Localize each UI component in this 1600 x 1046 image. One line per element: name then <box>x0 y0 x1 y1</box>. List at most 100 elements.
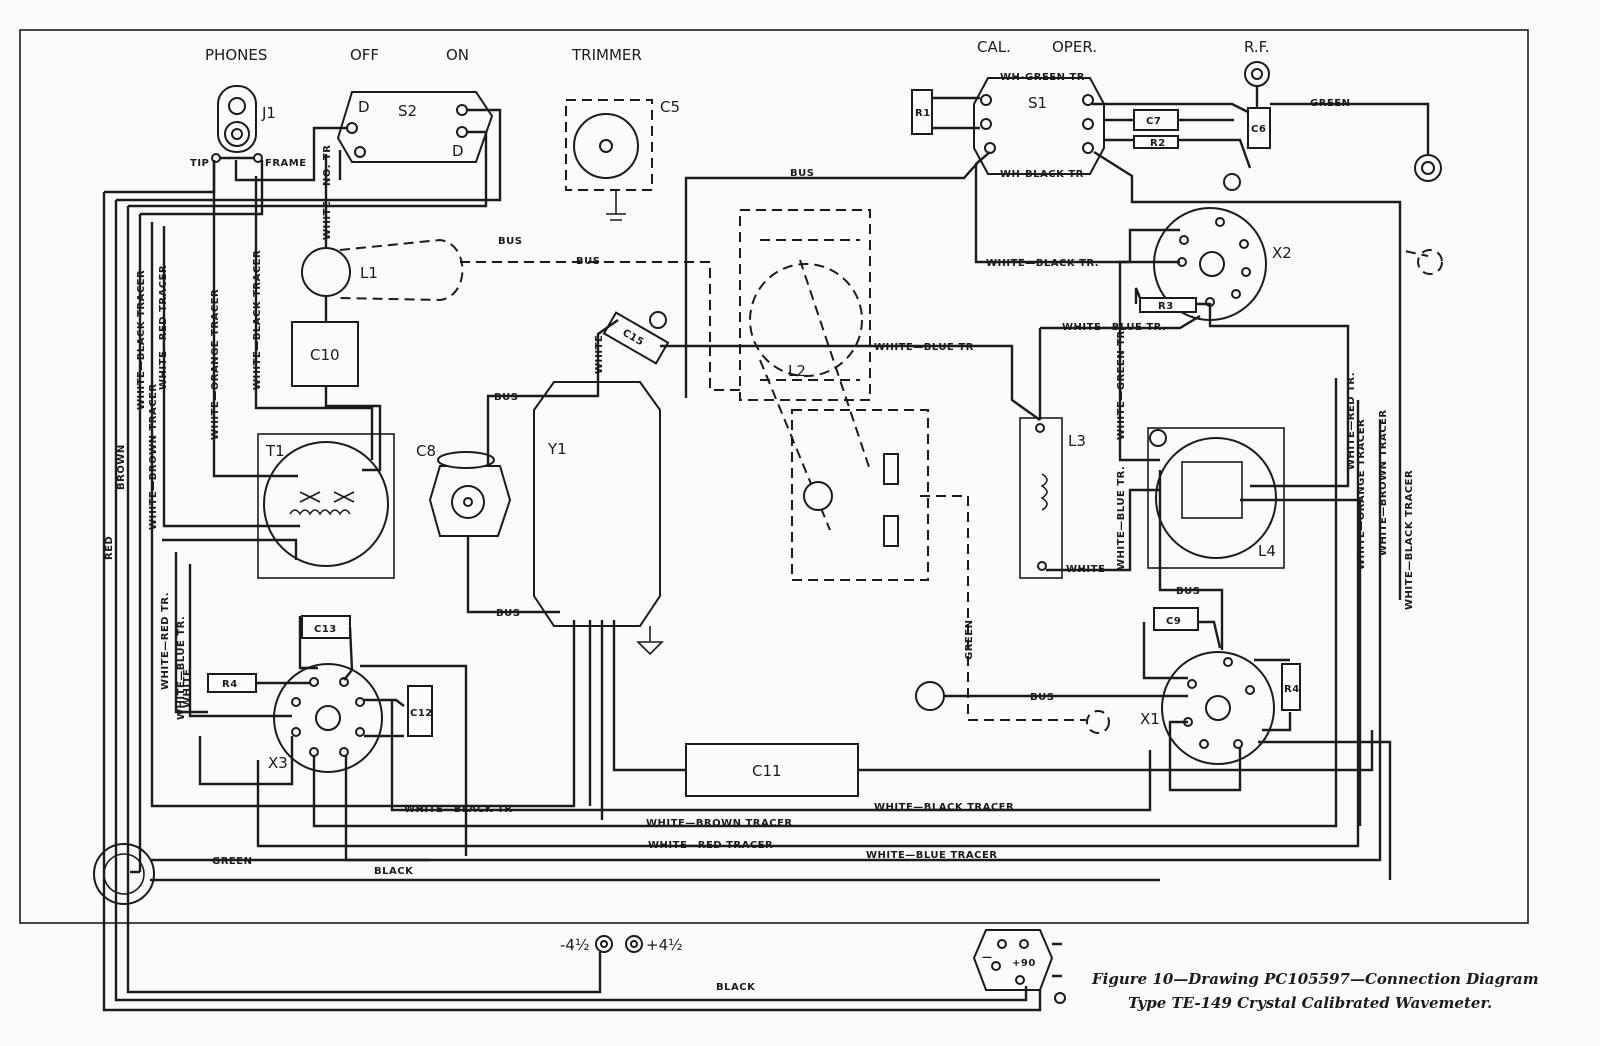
label-c6: C6 <box>1251 124 1266 135</box>
crystal-y1: Y1 <box>533 381 664 656</box>
wire-label-white-s2: WHITE <box>322 201 333 240</box>
battery-terminals: -4½ +4½ <box>560 935 683 954</box>
label-x3: X3 <box>268 754 288 772</box>
resistor-r3: R3 <box>1139 297 1197 313</box>
wire-label-white-blue-tr-l3: WHITE—BLUE TR. <box>1116 466 1127 570</box>
capacitor-c13: C13 <box>301 615 351 639</box>
label-r2: R2 <box>1150 138 1166 149</box>
capacitor-c5: C5 <box>565 98 680 221</box>
test-point-right <box>1086 710 1110 734</box>
wire-label-no-tr: NO. TR <box>322 145 333 186</box>
label-neg-4-5: -4½ <box>560 936 590 954</box>
capacitor-c8: C8 <box>416 442 512 537</box>
label-wh-green-tr: WH-GREEN TR <box>1000 72 1085 83</box>
label-tip: TIP <box>190 158 209 169</box>
wire-label-white-green-tr-v: WHITE—GREEN TR. <box>1116 326 1127 440</box>
capacitor-c10: C10 <box>291 321 359 387</box>
test-point-left <box>915 681 945 711</box>
wire-label-white-red-tr-v: WHITE—RED TR. <box>1346 372 1357 470</box>
label-d2: D <box>452 142 464 160</box>
label-l2: L2 <box>788 362 806 380</box>
wire-label-green-bottom: GREEN <box>212 856 252 867</box>
label-l3: L3 <box>1068 432 1086 450</box>
wire-label-white-brown-tracer-left: WHITE—BROWN TRACER <box>148 383 159 530</box>
wire-label-white-black-tracer-left2: WHITE—BLACK TRACER <box>252 250 263 390</box>
label-c11: C11 <box>752 762 782 780</box>
label-c5: C5 <box>660 98 680 116</box>
label-c10: C10 <box>310 346 340 364</box>
capacitor-c7: C7 <box>1133 109 1179 131</box>
wire-label-white-blue-tr-mid: WHITE—BLUE TR <box>874 342 974 353</box>
label-x1: X1 <box>1140 710 1160 728</box>
wire-label-white-black-tracer-v: WHITE—BLACK TRACER <box>1404 470 1415 610</box>
wire-label-white-x3: WHITE <box>182 669 193 708</box>
coil-l1: L1 <box>301 238 464 302</box>
wire-label-white-black-tr-bottom: WHITE—BLACK TR <box>404 804 513 815</box>
caption-line-2: Type TE-149 Crystal Calibrated Wavemeter… <box>1128 994 1492 1012</box>
wire-label-bus-y1-top: BUS <box>494 392 518 403</box>
label-off: OFF <box>350 46 379 64</box>
resistor-r4-left: R4 <box>207 673 257 693</box>
wire-label-white-orange-tracer-left: WHITE—ORANGE TRACER <box>210 289 221 440</box>
resistor-r4-right: R4 <box>1281 663 1301 711</box>
label-s2: S2 <box>398 102 417 120</box>
label-r4-left: R4 <box>222 679 238 690</box>
coil-l4: L4 <box>1147 427 1285 569</box>
coil-l2: L2 <box>739 209 929 581</box>
wire-label-white-blue-tr-x2: WHITE—BLUE TR. <box>1062 322 1166 333</box>
label-x2: X2 <box>1272 244 1292 262</box>
wire-label-white-blue-tracer-bottom: WHITE—BLUE TRACER <box>866 850 997 861</box>
label-cal: CAL. <box>977 38 1011 56</box>
capacitor-c12: C12 <box>407 685 433 737</box>
rf-connector <box>1223 61 1443 275</box>
wire-label-bus-top: BUS <box>790 168 814 179</box>
label-pos-4-5: +4½ <box>646 936 683 954</box>
wire-label-black-bottom: BLACK <box>374 866 414 877</box>
label-d1: D <box>358 98 370 116</box>
label-j1: J1 <box>261 104 276 122</box>
socket-x3: X3 <box>268 663 383 773</box>
label-phones: PHONES <box>205 46 267 64</box>
battery-plug: +90 — <box>972 929 1066 1004</box>
label-trimmer: TRIMMER <box>571 46 642 64</box>
label-r3: R3 <box>1158 301 1174 312</box>
wire-label-white-brown-tracer-bottom: WHITE—BROWN TRACER <box>646 818 793 829</box>
wiring <box>102 86 1430 1012</box>
label-s1: S1 <box>1028 94 1047 112</box>
label-frame: FRAME <box>265 158 307 169</box>
label-c13: C13 <box>314 624 337 635</box>
wire-label-bus-l4: BUS <box>1176 586 1200 597</box>
wire-label-bus-y1-bot: BUS <box>496 608 520 619</box>
jack-j1: J1 TIP FRAME <box>190 85 307 169</box>
resistor-r1: R1 <box>911 89 980 135</box>
capacitor-c6: C6 <box>1247 107 1271 149</box>
capacitor-c9: C9 <box>1153 607 1199 631</box>
wire-label-white-brown-tracer-v: WHITE—BROWN TRACER <box>1378 409 1389 556</box>
wire-label-white-orange-tracer-v: WHITE—ORANGE TRACER <box>1356 419 1367 570</box>
wire-label-white-black-tr-x2: WHITE—BLACK TR. <box>986 258 1099 269</box>
wire-label-white-black-tracer-left: WHITE—BLACK TRACER <box>136 270 147 410</box>
wire-label-white-y1: WHITE <box>594 335 605 374</box>
wire-labels: GREEN BUS BUS BUS WHITE—BLACK TR. WHITE—… <box>104 98 1415 993</box>
capacitor-c11: C11 <box>685 743 859 797</box>
wire-label-red-left: RED <box>104 536 115 560</box>
switch-s2: S2 D D <box>336 91 494 163</box>
label-l1: L1 <box>360 264 378 282</box>
wire-label-green-rf: GREEN <box>1310 98 1350 109</box>
label-c8: C8 <box>416 442 436 460</box>
resistor-r2: R2 <box>1133 135 1179 149</box>
wire-label-black-battery: BLACK <box>716 982 756 993</box>
wire-label-bus-l1: BUS <box>576 256 600 267</box>
label-rf: R.F. <box>1244 38 1270 56</box>
wire-label-bus-x1: BUS <box>1030 692 1054 703</box>
transformer-t1: T1 <box>257 433 395 579</box>
wire-label-white-red-tr-left: WHITE—RED TR. <box>160 592 171 690</box>
wire-label-white-red-tracer-bottom: WHITE—RED TRACER <box>648 840 773 851</box>
label-wh-black-tr: WH-BLACK TR <box>1000 169 1084 180</box>
wire-label-white-black-tracer-bottom: WHITE—BLACK TRACER <box>874 802 1014 813</box>
label-l4: L4 <box>1258 542 1276 560</box>
chassis-border <box>19 29 1529 924</box>
wire-label-white-blue-tr-left: WHITE—BLUE TR. <box>176 616 187 720</box>
label-on: ON <box>446 46 469 64</box>
